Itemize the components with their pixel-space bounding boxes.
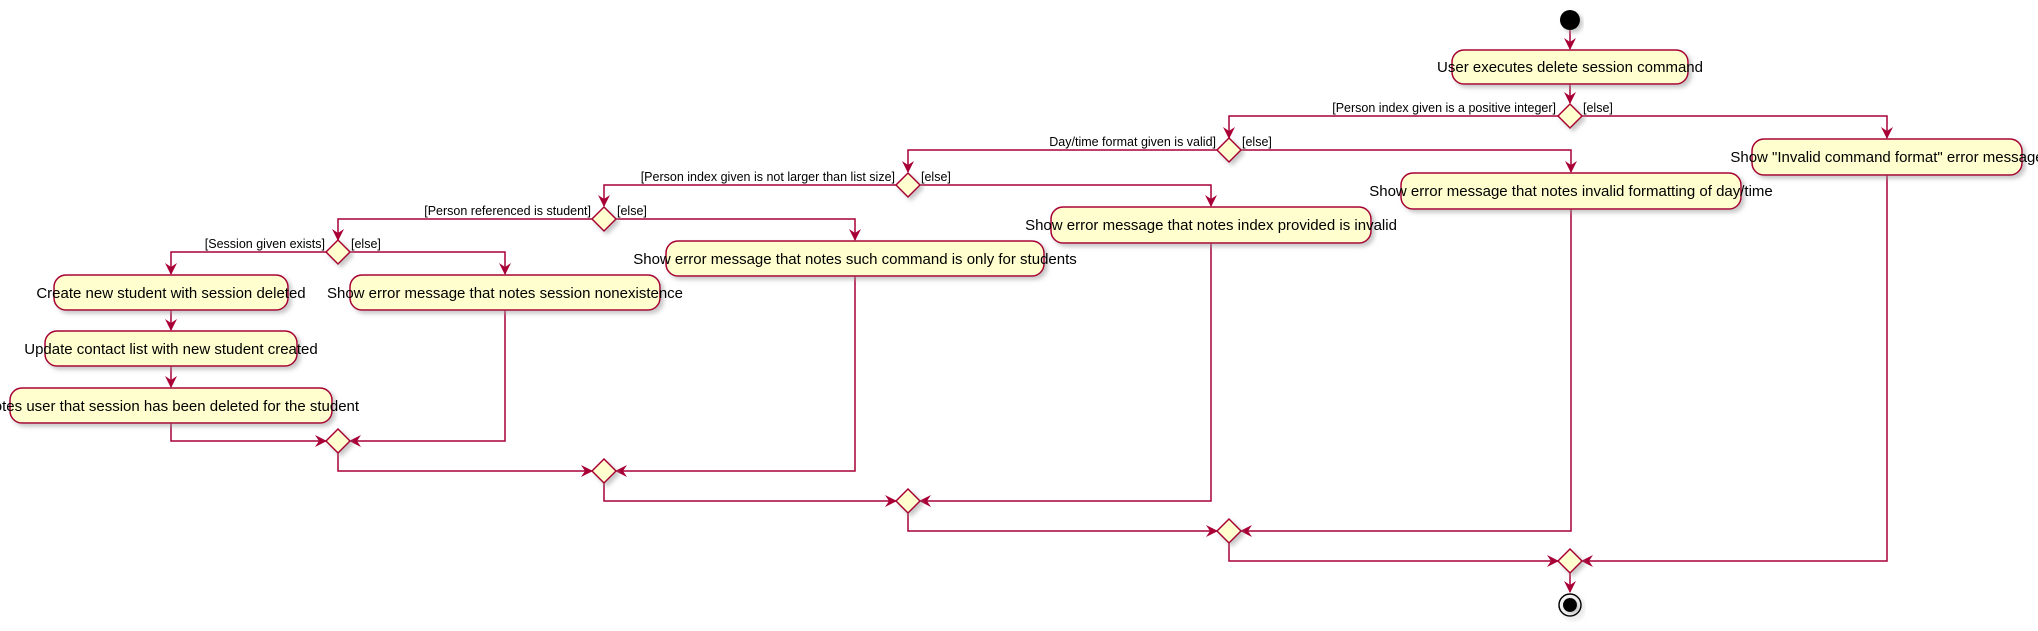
decision-session-exists bbox=[324, 238, 352, 266]
edges bbox=[165, 30, 1893, 593]
edge-d1-else bbox=[1582, 115, 1893, 139]
decision-daytime-valid bbox=[1215, 136, 1243, 164]
edge-d3-else bbox=[920, 184, 1217, 207]
action-notify-user-label: Notes user that session has been deleted… bbox=[0, 398, 360, 415]
action-execute: User executes delete session command bbox=[1437, 49, 1703, 85]
guard-daytime-else: [else] bbox=[1242, 135, 1272, 149]
edge-d2-yes bbox=[902, 149, 1217, 173]
action-invalid-daytime: Show error message that notes invalid fo… bbox=[1369, 172, 1773, 210]
action-invalid-format-label: Show "Invalid command format" error mess… bbox=[1730, 149, 2038, 166]
action-invalid-format: Show "Invalid command format" error mess… bbox=[1730, 138, 2038, 176]
guard-student-else: [else] bbox=[617, 204, 647, 218]
edge-nosession-to-m5 bbox=[349, 310, 506, 447]
action-notify-user: Notes user that session has been deleted… bbox=[0, 387, 360, 424]
edge-d1-yes bbox=[1223, 115, 1558, 139]
decision-index-size bbox=[894, 171, 922, 199]
action-invalid-index-label: Show error message that notes index prov… bbox=[1025, 217, 1397, 234]
edge-d5-else bbox=[350, 251, 511, 275]
start-node bbox=[1560, 10, 1580, 30]
action-no-session-label: Show error message that notes session no… bbox=[327, 285, 683, 302]
edge-notify-to-m5 bbox=[170, 423, 327, 447]
edge-d5-yes bbox=[165, 251, 326, 275]
edge-d2-else bbox=[1241, 149, 1577, 173]
guard-index-else: [else] bbox=[921, 170, 951, 184]
guard-daytime-valid: Day/time format given is valid] bbox=[1049, 135, 1216, 149]
action-invalid-index: Show error message that notes index prov… bbox=[1025, 206, 1397, 244]
guard-positive-int-else: [else] bbox=[1583, 101, 1613, 115]
edge-invalidindex-to-m3 bbox=[919, 243, 1212, 507]
merge-student bbox=[590, 457, 618, 485]
edge-invalidformat-to-m1 bbox=[1581, 175, 1888, 567]
edge-m3-to-m2 bbox=[907, 513, 1218, 537]
edge-m5-to-m4 bbox=[337, 453, 593, 477]
end-node bbox=[1558, 593, 1582, 617]
edge-d4-yes bbox=[332, 218, 592, 241]
action-only-students-label: Show error message that notes such comma… bbox=[633, 251, 1077, 268]
action-only-students: Show error message that notes such comma… bbox=[633, 240, 1077, 277]
decision-is-student bbox=[590, 205, 618, 233]
edge-d3-yes bbox=[598, 184, 896, 207]
action-execute-label: User executes delete session command bbox=[1437, 59, 1703, 76]
merge-index-positive bbox=[1556, 547, 1584, 575]
edge-m2-to-m1 bbox=[1228, 543, 1559, 567]
guard-index-size: [Person index given is not larger than l… bbox=[641, 170, 895, 184]
edge-d4-else bbox=[616, 218, 861, 241]
guard-session-exists: [Session given exists] bbox=[205, 237, 325, 251]
guard-positive-int: [Person index given is a positive intege… bbox=[1332, 101, 1556, 115]
action-update-list-label: Update contact list with new student cre… bbox=[24, 341, 318, 358]
merge-index-size bbox=[894, 487, 922, 515]
edge-invaliddaytime-to-m2 bbox=[1240, 209, 1572, 537]
action-no-session: Show error message that notes session no… bbox=[327, 274, 683, 311]
action-create-student-label: Create new student with session deleted bbox=[36, 285, 305, 302]
decision-index-positive bbox=[1556, 102, 1584, 130]
action-update-list: Update contact list with new student cre… bbox=[24, 330, 318, 367]
action-invalid-daytime-label: Show error message that notes invalid fo… bbox=[1369, 183, 1773, 200]
merge-session bbox=[324, 427, 352, 455]
guard-is-student: [Person referenced is student] bbox=[424, 204, 591, 218]
edge-m4-to-m3 bbox=[603, 483, 897, 507]
edge-onlystudents-to-m4 bbox=[615, 276, 856, 477]
action-create-student: Create new student with session deleted bbox=[36, 274, 306, 311]
merge-daytime bbox=[1215, 517, 1243, 545]
guard-session-else: [else] bbox=[351, 237, 381, 251]
